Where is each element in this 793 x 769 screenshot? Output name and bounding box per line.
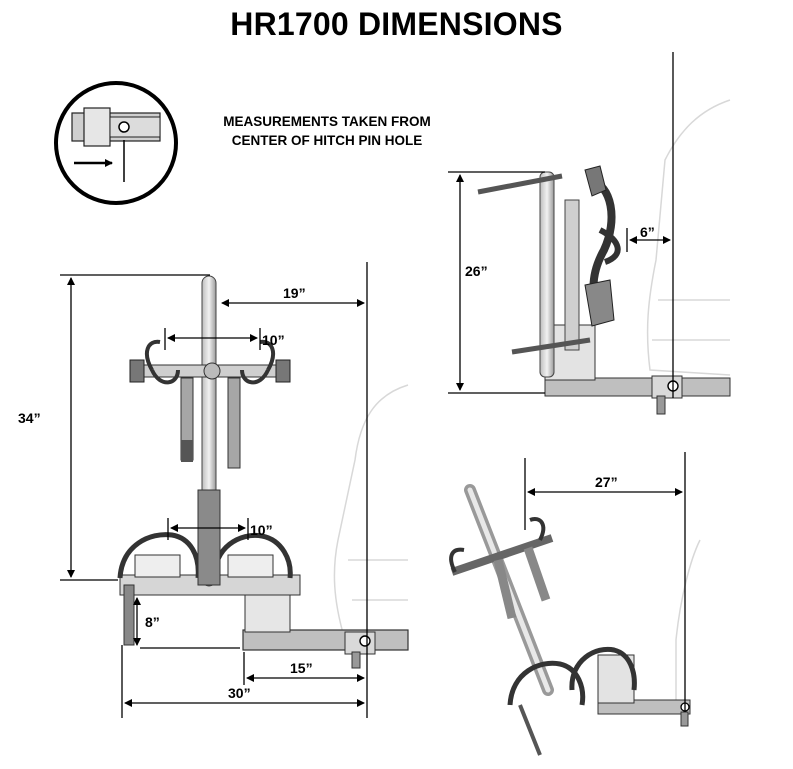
vehicle-rear-outline: [333, 99, 731, 700]
rack-folded-illustration: [477, 165, 731, 415]
dim-30: 30”: [228, 685, 251, 701]
dim-15: 15”: [290, 660, 313, 676]
dim-34: 34”: [18, 410, 41, 426]
dim-8: 8”: [145, 614, 160, 630]
dim-10-bottom: 10”: [250, 522, 273, 538]
dim-6: 6”: [640, 224, 655, 240]
note-line-1: MEASUREMENTS TAKEN FROM: [223, 114, 431, 129]
dim-10-top: 10”: [262, 332, 285, 348]
note-line-2: CENTER OF HITCH PIN HOLE: [231, 133, 423, 148]
dimension-lines: [60, 52, 686, 718]
rack-tilted-illustration: [449, 484, 691, 756]
measurement-note: MEASUREMENTS TAKEN FROM CENTER OF HITCH …: [200, 112, 454, 150]
dim-27: 27”: [595, 474, 618, 490]
hitch-pin-inset-icon: [54, 81, 178, 205]
dim-19: 19”: [283, 285, 306, 301]
page-title: HR1700 DIMENSIONS: [230, 6, 563, 42]
dim-26: 26”: [465, 263, 488, 279]
